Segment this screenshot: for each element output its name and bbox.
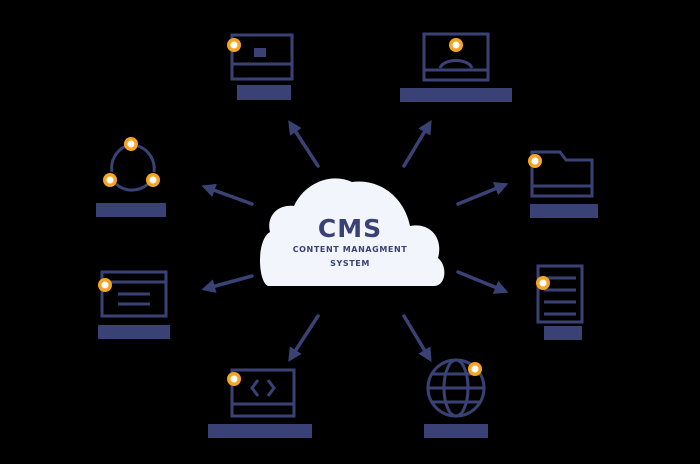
cms-title: CMS bbox=[317, 214, 383, 243]
code-window-icon bbox=[208, 368, 312, 438]
folder-icon bbox=[530, 150, 598, 218]
document-list-icon bbox=[536, 264, 584, 340]
gear-badge-icon bbox=[536, 276, 550, 290]
gear-badge-icon bbox=[98, 278, 112, 292]
arrow-to-browser bbox=[201, 274, 254, 293]
arrow-to-cycle bbox=[201, 183, 254, 206]
arrow-to-image bbox=[288, 120, 320, 168]
browser-window-icon bbox=[98, 270, 170, 339]
cms-cloud bbox=[260, 178, 445, 286]
arrow-to-globe bbox=[402, 314, 432, 363]
gear-badge-icon bbox=[528, 154, 542, 168]
arrow-to-folder bbox=[456, 182, 509, 206]
gear-badge-icon bbox=[449, 38, 463, 52]
gear-badge-icon bbox=[103, 137, 160, 187]
monitor-photo-icon bbox=[400, 32, 512, 102]
image-icon bbox=[230, 33, 294, 100]
arrow-to-monitor bbox=[402, 119, 432, 168]
gear-badge-icon bbox=[227, 38, 241, 52]
cms-subtitle-line2: SYSTEM bbox=[330, 259, 370, 268]
arrow-to-code bbox=[288, 314, 320, 362]
arrows bbox=[201, 119, 509, 363]
cms-subtitle-line1: CONTENT MANAGMENT bbox=[292, 245, 408, 254]
gear-badge-icon bbox=[468, 362, 482, 376]
gear-badge-icon bbox=[227, 372, 241, 386]
cycle-network-icon bbox=[96, 144, 166, 217]
arrow-to-document bbox=[456, 270, 509, 294]
